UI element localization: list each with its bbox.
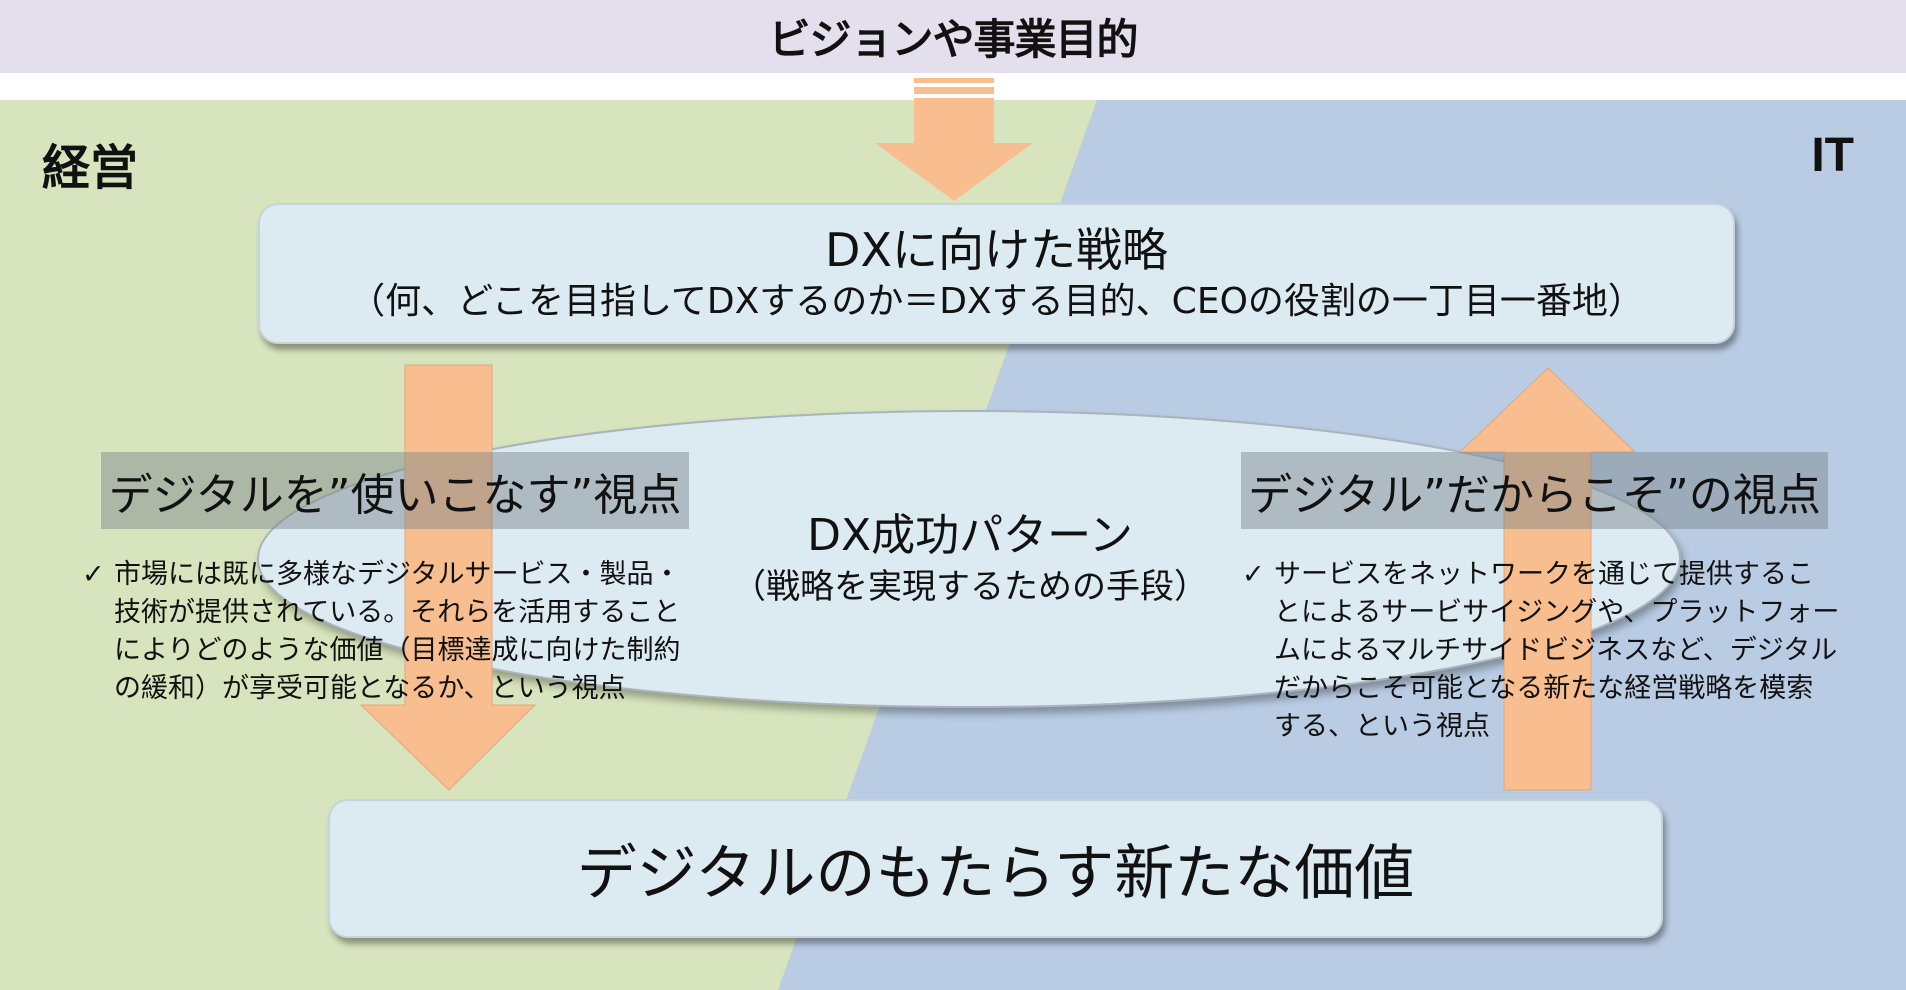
left-view-text: 市場には既に多様なデジタルサービス・製品・技術が提供されている。それらを活用する…	[114, 559, 681, 704]
right-view-heading: デジタル”だからこそ”の視点	[1241, 452, 1828, 529]
center-subtitle: （戦略を実現するための手段）	[732, 567, 1208, 607]
vision-title: ビジョンや事業目的	[768, 15, 1138, 64]
check-icon: ✓	[1242, 559, 1265, 590]
center-title: DX成功パターン	[807, 510, 1133, 561]
check-icon: ✓	[82, 559, 105, 590]
left-view-heading: デジタルを”使いこなす”視点	[101, 452, 689, 529]
left-down-arrow	[359, 364, 537, 791]
management-label: 経営	[42, 140, 139, 196]
dx-success-pattern-ellipse	[257, 410, 1681, 708]
strategy-subtitle: （何、どこを目指してDXするのか＝DXする目的、CEOの役割の一丁目一番地）	[349, 280, 1644, 322]
right-view-bullet: ✓ サービスをネットワークを通じて提供することによるサービサイジングや、プラット…	[1242, 556, 1840, 746]
it-label: IT	[1811, 129, 1854, 182]
vision-down-arrow	[875, 78, 1033, 201]
vision-band: ビジョンや事業目的	[0, 0, 1906, 73]
right-view-text: サービスをネットワークを通じて提供することによるサービサイジングや、プラットフォ…	[1274, 559, 1840, 742]
strategy-title: DXに向けた戦略	[825, 222, 1168, 277]
left-view-bullet: ✓ 市場には既に多様なデジタルサービス・製品・技術が提供されている。それらを活用…	[82, 556, 687, 708]
right-up-arrow	[1458, 367, 1637, 791]
center-label: DX成功パターン （戦略を実現するための手段）	[720, 508, 1220, 610]
new-value-box: デジタルのもたらす新たな価値	[328, 799, 1663, 938]
strategy-box: DXに向けた戦略 （何、どこを目指してDXするのか＝DXする目的、CEOの役割の…	[258, 203, 1735, 344]
new-value-title: デジタルのもたらす新たな価値	[576, 839, 1415, 909]
